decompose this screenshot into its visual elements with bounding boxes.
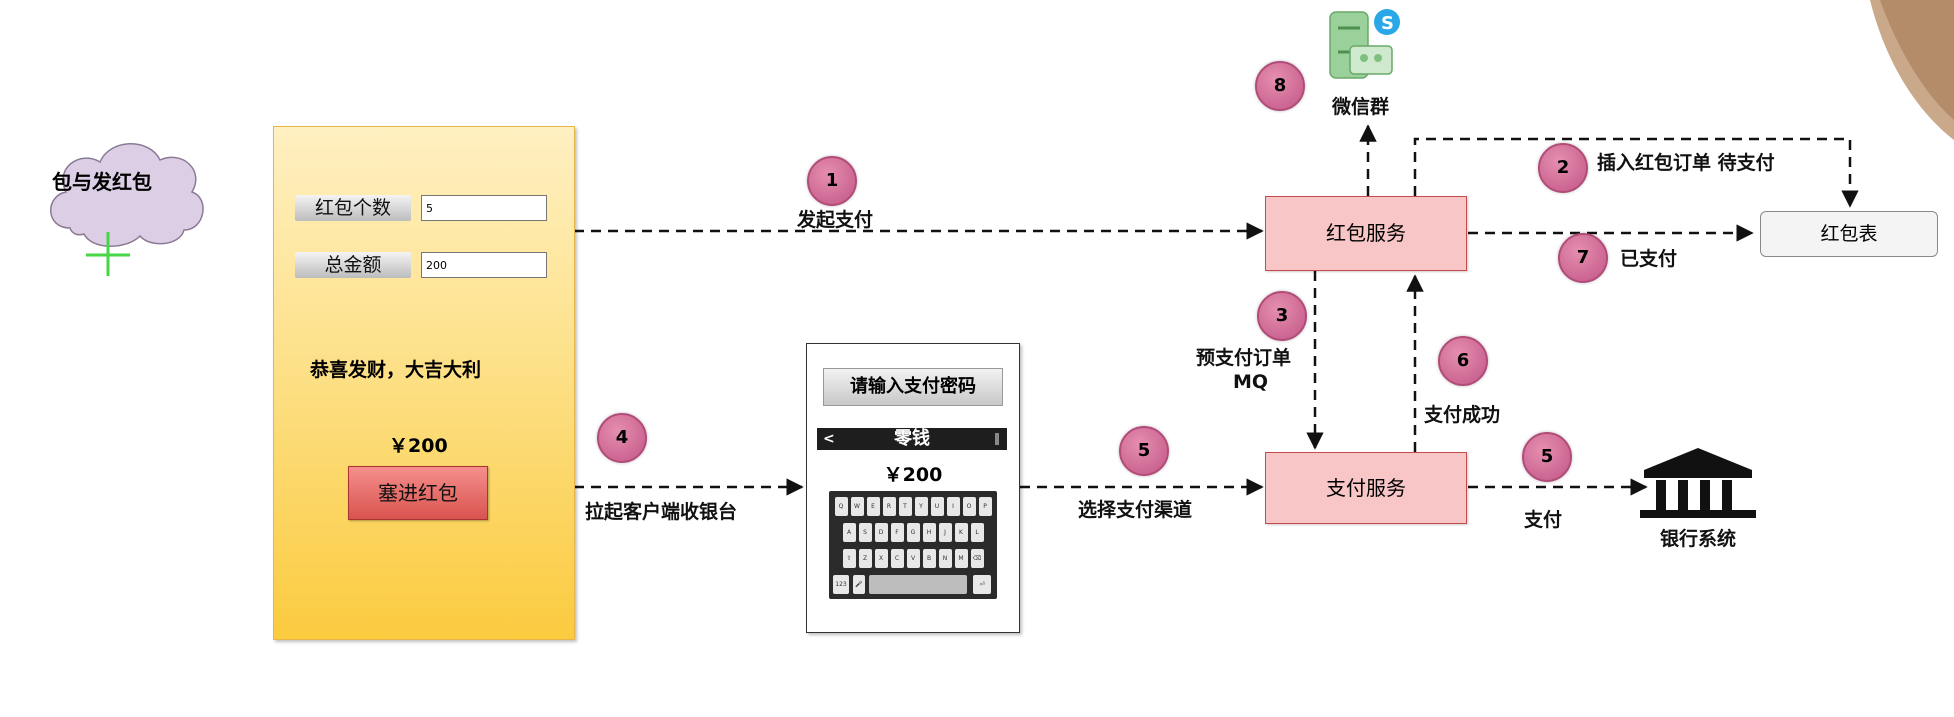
edge-label-paid: 已支付 [1620,248,1678,270]
svg-text:S: S [1381,13,1394,34]
keyboard-key[interactable]: S [858,523,872,542]
bank-system-label: 银行系统 [1660,528,1737,550]
edge-label-prepay-line1: 预支付订单 [1196,347,1292,369]
redpacket-service-node: 红包服务 [1265,196,1467,271]
keyboard-key[interactable]: T [898,497,912,516]
edge-label-select-channel: 选择支付渠道 [1078,499,1193,521]
step-badge-7: 7 [1558,233,1608,283]
edge-label-pay-success: 支付成功 [1424,404,1501,426]
return-key[interactable]: ⏎ [973,575,991,594]
back-icon[interactable]: < [823,431,835,447]
step-badge-2: 2 [1538,143,1588,193]
cashier-price: ￥200 [883,464,943,486]
keyboard-key[interactable]: K [954,523,968,542]
count-label: 红包个数 [295,195,411,221]
send-redpacket-button[interactable]: 塞进红包 [348,466,488,520]
keyboard-key[interactable]: B [922,549,936,568]
keyboard-key[interactable]: G [906,523,920,542]
keyboard-key[interactable]: H [922,523,936,542]
keyboard-key[interactable]: Y [914,497,928,516]
edge-label-pay: 支付 [1524,509,1563,531]
keyboard-key[interactable]: ⌫ [970,549,984,568]
count-input[interactable]: 5 [421,195,547,221]
edge-label-launch-cashier: 拉起客户端收银台 [585,501,738,523]
keyboard-key[interactable]: I [946,497,960,516]
edge-label-insert-order: 插入红包订单 待支付 [1597,152,1775,174]
keyboard-key[interactable]: Q [834,497,848,516]
step-badge-8: 8 [1255,61,1305,111]
keyboard-key[interactable]: Z [858,549,872,568]
space-key[interactable] [869,575,967,594]
edge-label-initiate-payment: 发起支付 [797,209,874,231]
keyboard-key[interactable]: L [970,523,984,542]
keyboard-key[interactable]: O [962,497,976,516]
redpacket-table-node: 红包表 [1760,211,1938,257]
wallet-title-bar: < 零钱 [817,428,1007,450]
price-text: ￥200 [389,435,448,457]
bank-building-icon [1640,448,1756,518]
greeting-text: 恭喜发财，大吉大利 [310,359,482,381]
payment-service-node: 支付服务 [1265,452,1467,524]
keyboard-key[interactable]: W [850,497,864,516]
skype-icon: S [1374,9,1400,35]
keyboard-key[interactable]: F [890,523,904,542]
plus-icon [86,232,130,276]
keyboard-key[interactable]: E [866,497,880,516]
keyboard-key[interactable]: J [938,523,952,542]
edge-label-prepay-line2: MQ [1233,371,1269,393]
keyboard-key[interactable]: C [890,549,904,568]
keyboard-key[interactable]: D [874,523,888,542]
step-badge-1: 1 [807,156,857,206]
menu-icon [995,433,999,445]
keyboard-key[interactable]: M [954,549,968,568]
wechat-group-label: 微信群 [1332,96,1390,118]
keyboard-key[interactable]: N [938,549,952,568]
keyboard-key[interactable]: U [930,497,944,516]
keyboard-key[interactable]: ⇧ [842,549,856,568]
keyboard-key[interactable]: A [842,523,856,542]
step-badge-3: 3 [1257,291,1307,341]
keyboard-key[interactable]: R [882,497,896,516]
step-badge-4: 4 [597,413,647,463]
step-badge-5-pay: 5 [1522,432,1572,482]
chat-bubbles-icon [1329,11,1393,79]
amount-label: 总金额 [295,252,411,278]
mic-key[interactable]: 🎤 [853,575,865,594]
edge-insert-order [1413,137,1859,208]
wallet-title: 零钱 [894,428,930,449]
numbers-key[interactable]: 123 [833,575,849,594]
cloud-shape [50,143,204,247]
keyboard-key[interactable]: P [978,497,992,516]
step-badge-5-channel: 5 [1119,426,1169,476]
corner-decoration-inner [1880,0,1954,120]
cloud-label: 包与发红包 [52,170,152,194]
step-badge-6: 6 [1438,336,1488,386]
amount-input[interactable]: 200 [421,252,547,278]
enter-password-button[interactable]: 请输入支付密码 [823,368,1003,406]
keyboard-key[interactable]: X [874,549,888,568]
keyboard-key[interactable]: V [906,549,920,568]
redpacket-form-panel: 红包个数 5 总金额 200 恭喜发财，大吉大利 ￥200 [273,126,575,640]
